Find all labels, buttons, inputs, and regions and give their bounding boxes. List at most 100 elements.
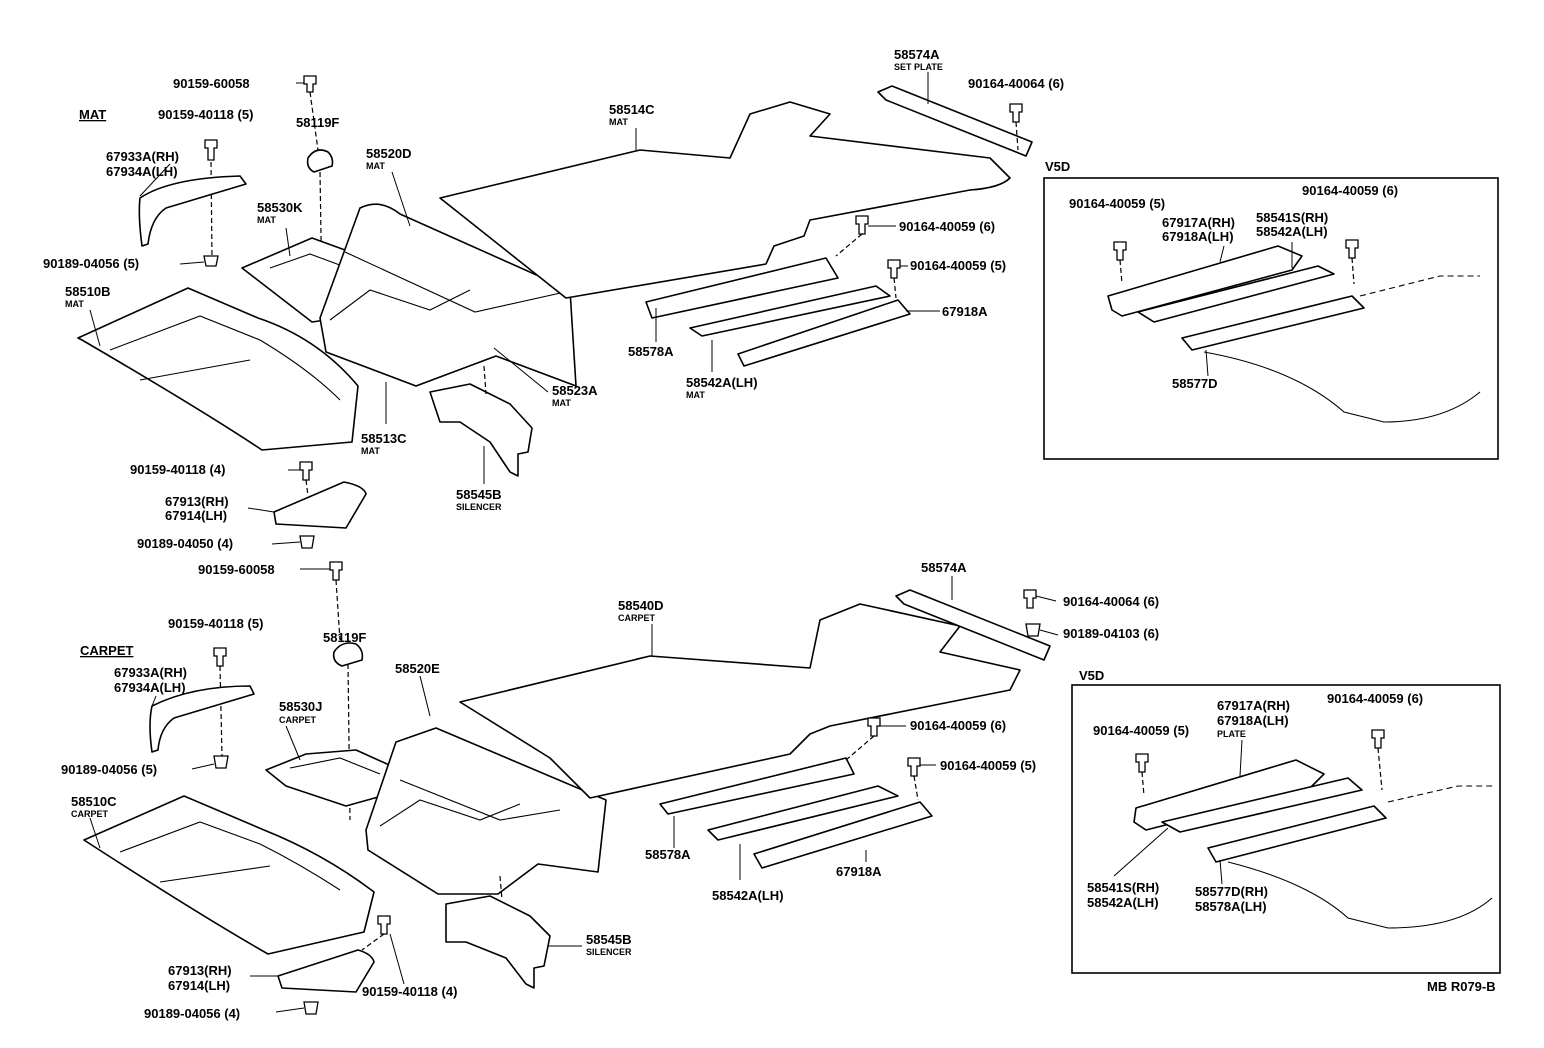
label-58542a: 58542A(LH): [686, 375, 758, 390]
label-90164-40059-5: 90164-40059 (5): [940, 758, 1036, 773]
label-58578a: 58578A: [628, 344, 674, 359]
mat-v5d-label-67917a: 67917A(RH): [1162, 215, 1235, 230]
bolt-icon: [213, 647, 227, 667]
label-58514c-sub: MAT: [609, 117, 628, 127]
label-90189-04103-6: 90189-04103 (6): [1063, 626, 1159, 641]
label-67914: 67914(LH): [165, 508, 227, 523]
mat-v5d-frame: [1043, 177, 1499, 460]
label-58119f: 58119F: [296, 115, 339, 130]
mat-v5d-label-90164-40059-5: 90164-40059 (5): [1069, 196, 1165, 211]
assembly-line: [219, 665, 223, 757]
plate-58574a: [895, 589, 1051, 661]
label-90159-40118-4: 90159-40118 (4): [362, 984, 457, 999]
assembly-line: [845, 735, 875, 761]
assembly-line: [913, 775, 919, 801]
label-58530k-sub: MAT: [257, 215, 276, 225]
carpet-v5d-frame: [1071, 684, 1501, 974]
label-58523a-sub: MAT: [552, 398, 571, 408]
label-90164-40064-6: 90164-40064 (6): [968, 76, 1064, 91]
label-58545b-sub: SILENCER: [586, 947, 632, 957]
label-90164-40059-5: 90164-40059 (5): [910, 258, 1006, 273]
label-58510c-sub: CARPET: [71, 809, 109, 819]
assembly-line: [483, 365, 487, 395]
label-58542a: 58542A(LH): [712, 888, 784, 903]
label-58545b: 58545B: [456, 487, 502, 502]
label-58545b: 58545B: [586, 932, 632, 947]
clip-58119f-icon: [332, 642, 364, 667]
label-58530j-sub: CARPET: [279, 715, 317, 725]
diagram-id: MB R079-B: [1427, 979, 1496, 994]
mat-v5d-label-58541s: 58541S(RH): [1256, 210, 1328, 225]
assembly-line: [210, 161, 213, 259]
assembly-line: [1377, 747, 1383, 791]
carpet-v5d-label-58578a: 58578A(LH): [1195, 899, 1267, 914]
label-58520d: 58520D: [366, 146, 412, 161]
assembly-line: [499, 875, 503, 901]
label-90189-04056-5: 90189-04056 (5): [61, 762, 157, 777]
label-58574a: 58574A: [921, 560, 967, 575]
silencer-58545b: [445, 895, 551, 989]
label-58510b-sub: MAT: [65, 299, 84, 309]
plate-58574a: [877, 85, 1033, 157]
carpet-v5d-label-67917a: 67917A(RH): [1217, 698, 1290, 713]
bolt-icon: [887, 259, 901, 279]
carpet-58510c: [83, 795, 375, 955]
label-58540d-sub: CARPET: [618, 613, 656, 623]
label-58540d: 58540D: [618, 598, 664, 613]
carpet-v5d-label-90164-40059-5: 90164-40059 (5): [1093, 723, 1189, 738]
label-67934a: 67934A(LH): [114, 680, 186, 695]
nut-icon: [303, 1001, 319, 1015]
label-58574a: 58574A: [894, 47, 940, 62]
label-67933a: 67933A(RH): [106, 149, 179, 164]
bolt-icon: [1371, 729, 1385, 749]
mat-v5d-label-58577d: 58577D: [1172, 376, 1218, 391]
bolt-icon: [329, 561, 343, 581]
bracket-67913: [277, 949, 375, 993]
label-58513c: 58513C: [361, 431, 407, 446]
label-58545b-sub: SILENCER: [456, 502, 502, 512]
label-58520d-sub: MAT: [366, 161, 385, 171]
bracket-67933a: [149, 685, 255, 753]
carpet-v5d-title: V5D: [1079, 668, 1104, 683]
carpet-58542a: [707, 785, 899, 841]
mat-v5d-label-58542a: 58542A(LH): [1256, 224, 1328, 239]
mat-58514c: [439, 101, 1011, 299]
label-90189-04056-5: 90189-04056 (5): [43, 256, 139, 271]
label-90164-40059-6: 90164-40059 (6): [899, 219, 995, 234]
assembly-line: [1141, 771, 1145, 797]
carpet-v5d-label-58541s: 58541S(RH): [1087, 880, 1159, 895]
nut-icon: [1025, 623, 1041, 637]
mat-58520d: [319, 203, 577, 387]
nut-icon: [213, 755, 229, 769]
assembly-line: [335, 579, 341, 641]
mat-v5d-inset: V5D 90164-40059 (5) 90164-40059 (6) 6791…: [1043, 159, 1499, 460]
mat-58542a: [689, 285, 891, 337]
bolt-icon: [1023, 589, 1037, 609]
bolt-icon: [299, 461, 313, 481]
assembly-line: [893, 277, 897, 299]
plate-58578a: [645, 257, 839, 319]
label-67913: 67913(RH): [168, 963, 232, 978]
label-67934a: 67934A(LH): [106, 164, 178, 179]
label-90159-60058: 90159-60058: [173, 76, 250, 91]
label-67913: 67913(RH): [165, 494, 229, 509]
bracket-67933a: [138, 175, 247, 247]
plate-67918a: [753, 801, 933, 869]
label-67918a: 67918A: [942, 304, 988, 319]
bolt-icon: [855, 215, 869, 235]
carpet-section-title: CARPET: [80, 643, 134, 658]
carpet-58520e: [365, 727, 607, 895]
carpet-58540d: [459, 603, 1021, 799]
carpet-section: CARPET: [61, 560, 1501, 1021]
bolt-icon: [1009, 103, 1023, 123]
bolt-icon: [1345, 239, 1359, 259]
label-67918a: 67918A: [836, 864, 882, 879]
label-58510c: 58510C: [71, 794, 117, 809]
carpet-v5d-label-58542a: 58542A(LH): [1087, 895, 1159, 910]
label-58514c: 58514C: [609, 102, 655, 117]
mat-section: MAT: [43, 47, 1499, 551]
bracket-67913: [273, 481, 367, 529]
assembly-line: [305, 479, 309, 497]
bolt-icon: [1135, 753, 1149, 773]
